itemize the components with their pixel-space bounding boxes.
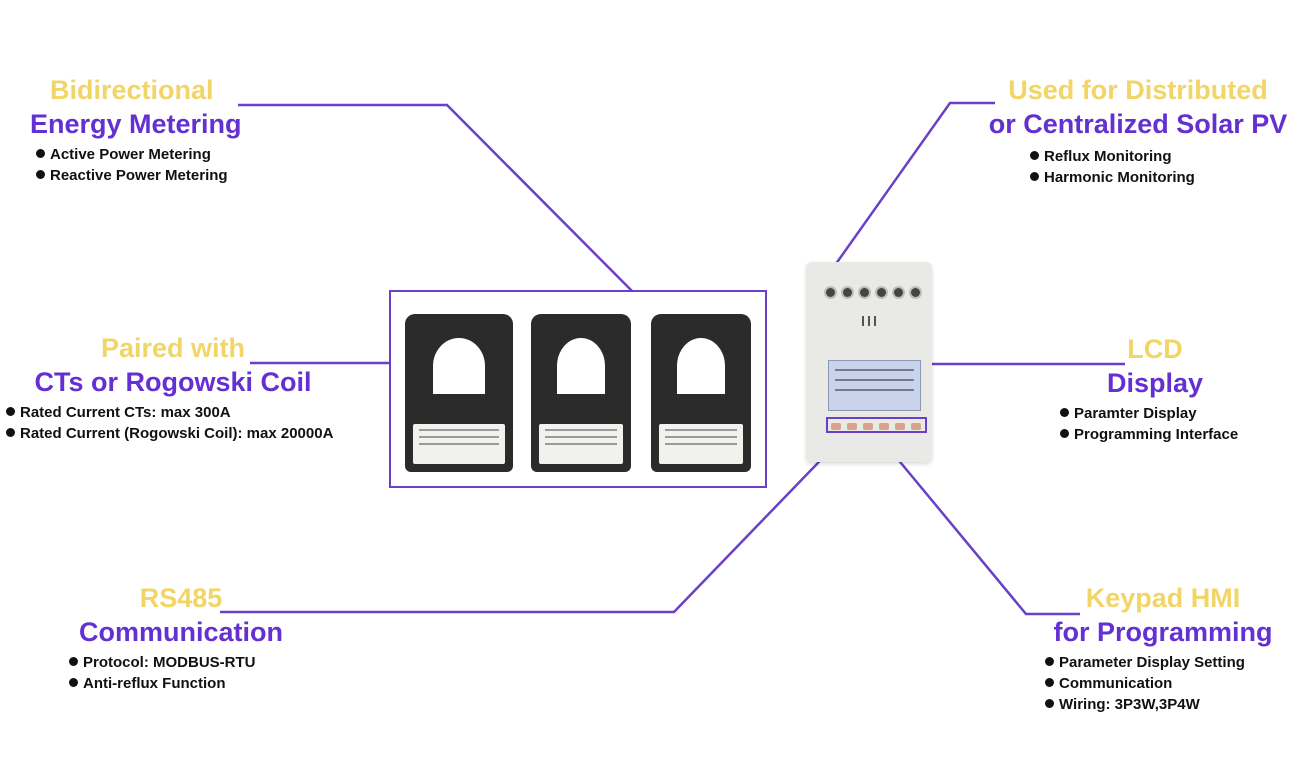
feature-solar: Used for Distributed or Centralized Sola…: [976, 73, 1300, 188]
feature-subtitle: Communication: [78, 617, 283, 647]
feature-title: Paired with: [100, 333, 246, 363]
connector-solar: [831, 101, 995, 269]
feature-subtitle: Display: [1106, 368, 1204, 398]
bullet-item: Reflux Monitoring: [1030, 146, 1300, 167]
connector-bidirectional: [238, 103, 633, 292]
feature-title: LCD: [1127, 334, 1183, 364]
current-transformer-3: [651, 314, 751, 472]
feature-keypad: Keypad HMI for Programming Parameter Dis…: [1045, 581, 1281, 715]
feature-lcd: LCD Display Paramter Display Programming…: [1060, 332, 1250, 445]
bullet-item: Harmonic Monitoring: [1030, 167, 1300, 188]
current-transformer-2: [531, 314, 631, 472]
bullet-item: Protocol: MODBUS-RTU: [69, 652, 293, 673]
bullet-item: Parameter Display Setting: [1045, 652, 1281, 673]
bullet-item: Paramter Display: [1060, 403, 1250, 424]
bullet-item: Anti-reflux Function: [69, 673, 293, 694]
bullet-item: Active Power Metering: [36, 144, 242, 165]
bullet-item: Communication: [1045, 673, 1281, 694]
feature-subtitle: CTs or Rogowski Coil: [34, 367, 312, 397]
feature-title: Used for Distributed: [1008, 75, 1268, 105]
bullet-item: Rated Current CTs: max 300A: [6, 402, 340, 423]
feature-title: Keypad HMI: [1085, 583, 1241, 613]
feature-cts: Paired with CTs or Rogowski Coil Rated C…: [6, 331, 340, 444]
ct-image-frame: [389, 290, 767, 488]
lcd-screen: [828, 360, 921, 411]
bullet-item: Rated Current (Rogowski Coil): max 20000…: [6, 423, 340, 444]
current-transformer-1: [405, 314, 513, 472]
feature-rs485: RS485 Communication Protocol: MODBUS-RTU…: [69, 581, 293, 694]
keypad: [826, 417, 927, 433]
bullet-item: Reactive Power Metering: [36, 165, 242, 186]
feature-subtitle: Energy Metering: [30, 109, 242, 139]
bullet-item: Programming Interface: [1060, 424, 1250, 445]
connector-rs485: [220, 437, 843, 614]
connector-keypad: [871, 427, 1080, 616]
feature-subtitle: for Programming: [1053, 617, 1273, 647]
feature-bidirectional: Bidirectional Energy Metering Active Pow…: [30, 73, 242, 186]
bullet-item: Wiring: 3P3W,3P4W: [1045, 694, 1281, 715]
feature-title: RS485: [139, 583, 223, 613]
feature-title: Bidirectional: [50, 75, 214, 105]
feature-subtitle: or Centralized Solar PV: [988, 109, 1288, 139]
